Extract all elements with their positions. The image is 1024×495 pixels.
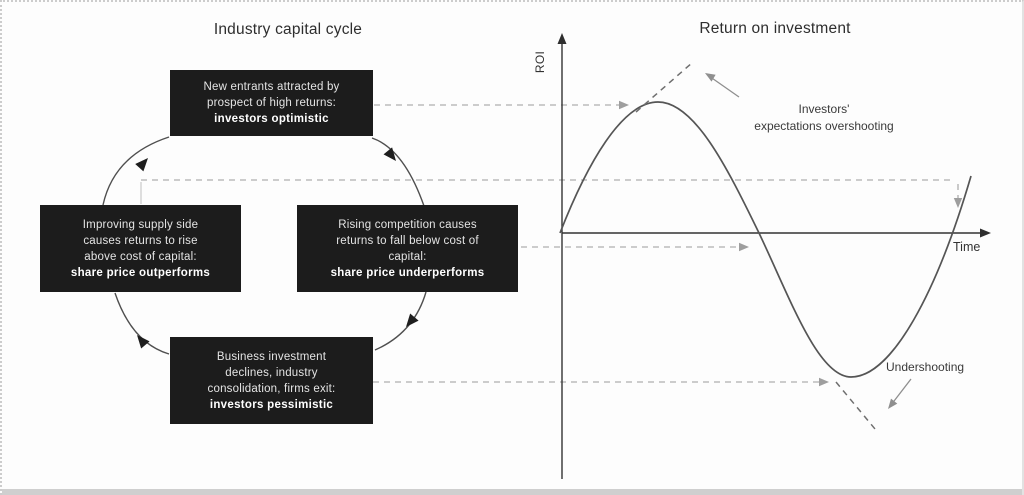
cycle-arrowhead-top-left: [135, 158, 148, 172]
connector-arrowhead-trough: [819, 377, 829, 387]
left-panel-title: Industry capital cycle: [213, 21, 363, 38]
bottom-border-band: [2, 489, 1022, 495]
overshoot-annotation-line: Investors': [798, 102, 850, 116]
box-line: above cost of capital:: [84, 250, 197, 263]
connector-arrowhead-recovery: [953, 198, 963, 208]
undershoot-tangent-dashed: [835, 381, 876, 430]
cycle-box-new-entrants: New entrants attracted by prospect of hi…: [170, 70, 373, 136]
box-line: consolidation, firms exit:: [207, 382, 336, 395]
undershoot-annotation: Undershooting: [886, 360, 965, 374]
cycle-box-rising-competition: Rising competition causes returns to fal…: [297, 205, 518, 292]
box-line: declines, industry: [225, 366, 318, 379]
x-axis-arrowhead: [980, 228, 991, 238]
cycle-arrowhead-bottom-right: [406, 313, 419, 327]
overshoot-annotation-line: expectations overshooting: [754, 119, 894, 133]
undershoot-arrow-line: [890, 378, 912, 406]
undershoot-arrowhead: [888, 398, 898, 409]
box-bold-line: investors pessimistic: [209, 398, 334, 411]
box-line: causes returns to rise: [83, 234, 198, 247]
box-bold-line: share price underperforms: [330, 266, 485, 279]
box-line: Improving supply side: [82, 218, 199, 231]
connector-arrowhead-peak: [619, 100, 629, 110]
cycle-arc-bottom-right: [374, 291, 427, 351]
overshoot-arrow-line: [708, 75, 740, 98]
cycle-arc-top-left: [102, 136, 170, 206]
cycle-arc-top-right: [371, 137, 425, 207]
box-line: New entrants attracted by: [203, 81, 340, 93]
connector-arrowhead-zerocross: [739, 242, 749, 252]
box-bold-line: share price outperforms: [70, 266, 211, 279]
box-line: Business investment: [216, 350, 327, 363]
cycle-arc-bottom-left: [114, 292, 170, 355]
roi-curve: [559, 101, 972, 378]
overshoot-tangent-dashed: [635, 61, 694, 113]
cycle-arrowhead-bottom-left: [137, 335, 150, 349]
y-axis-label: ROI: [533, 50, 547, 74]
overshoot-arrowhead: [705, 73, 716, 82]
box-line: Rising competition causes: [338, 218, 477, 231]
overshoot-annotation: Investors' expectations overshooting: [699, 101, 949, 135]
right-panel-title: Return on investment: [699, 20, 851, 37]
box-line: prospect of high returns:: [206, 97, 336, 109]
y-axis-arrowhead: [557, 33, 567, 44]
box-bold-line: investors optimistic: [214, 113, 329, 125]
cycle-box-business-investment: Business investment declines, industry c…: [170, 337, 373, 424]
box-line: returns to fall below cost of: [336, 234, 479, 247]
x-axis-label: Time: [953, 240, 981, 254]
box-line: capital:: [388, 250, 427, 263]
cycle-arrowhead-top-right: [383, 147, 396, 161]
cycle-box-improving-supply: Improving supply side causes returns to …: [40, 205, 241, 292]
